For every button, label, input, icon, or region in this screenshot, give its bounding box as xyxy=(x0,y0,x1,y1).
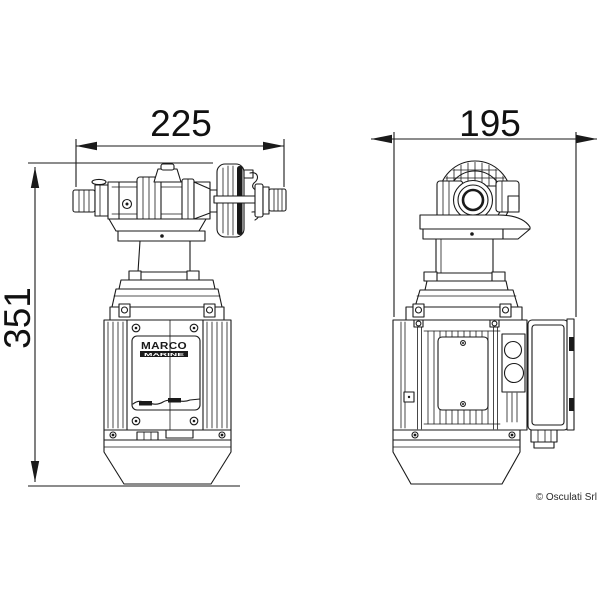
dimension-label-side-width: 195 xyxy=(459,103,521,144)
dimension-label-front-width: 225 xyxy=(150,103,212,144)
arrowhead-left-icon xyxy=(371,134,392,144)
dimension-front-width: 225 xyxy=(75,103,285,187)
motor-nameplate xyxy=(437,336,489,411)
cable-gland-plate xyxy=(501,333,526,423)
copyright-label: © Osculati Srl xyxy=(536,492,597,503)
dimension-overall-height: 351 xyxy=(0,162,240,487)
motor-cover-plate xyxy=(131,335,201,411)
pedestal-side xyxy=(423,238,506,282)
dimension-label-overall-height: 351 xyxy=(0,287,38,349)
logo-text-primary: MARCO xyxy=(141,340,187,352)
hose-barb-left xyxy=(72,184,109,217)
motor-base-side xyxy=(392,429,521,485)
accumulator-disc xyxy=(213,163,260,238)
marco-logo: MARCO MARINE xyxy=(140,340,188,358)
arrowhead-left-icon xyxy=(76,141,97,151)
dimension-annotations: 225 195 351 xyxy=(0,103,597,487)
pump-side-view xyxy=(392,160,575,485)
arrowhead-right-icon xyxy=(576,134,597,144)
pump-head-assembly-front xyxy=(72,163,287,238)
junction-box xyxy=(527,318,575,449)
motor-side xyxy=(392,280,575,449)
dimension-side-width: 195 xyxy=(371,103,597,317)
logo-text-secondary: MARINE xyxy=(144,352,186,358)
pump-body-cylinder xyxy=(107,163,218,222)
bracket-shelf-side xyxy=(419,214,531,230)
hose-barb-right xyxy=(254,183,287,218)
motor-front: MARCO MARINE xyxy=(103,279,232,431)
pedestal-front xyxy=(128,240,200,281)
pump-port xyxy=(452,179,494,221)
arrowhead-up-icon xyxy=(30,167,40,188)
priming-slot xyxy=(91,178,107,186)
arrowhead-right-icon xyxy=(263,141,284,151)
top-cap xyxy=(160,163,175,171)
pump-bracket-front xyxy=(108,218,207,242)
motor-base-front xyxy=(103,429,232,485)
pump-head-side xyxy=(419,160,531,244)
pump-front-view: MARCO MARINE xyxy=(72,163,287,485)
arrowhead-down-icon xyxy=(30,461,40,482)
